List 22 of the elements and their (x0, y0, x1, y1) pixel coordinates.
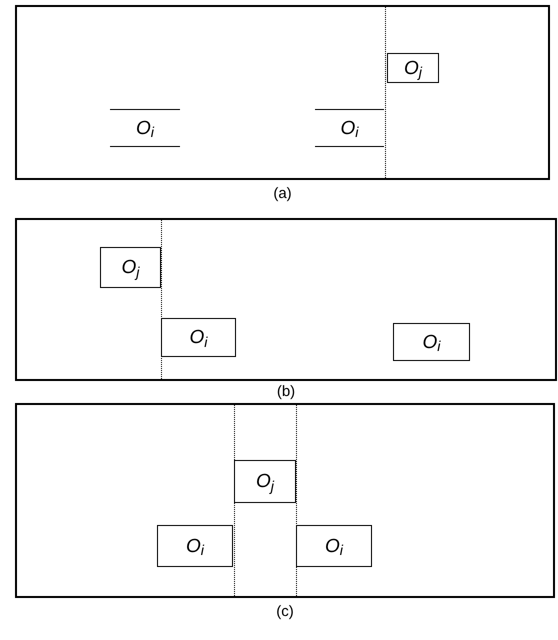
panel-caption: (a) (272, 186, 293, 201)
object-label: O$_{i}$ (136, 118, 154, 138)
scene-panel (15, 5, 550, 180)
object-label: O$_{i}$ (340, 118, 358, 138)
object-label: O$_{j}$ (404, 58, 422, 78)
object-label: O$_{i}$ (190, 328, 208, 347)
object-box (393, 323, 470, 361)
object-strip (110, 109, 180, 147)
object-box (161, 318, 236, 357)
object-box (387, 53, 439, 83)
panel-caption: (c) (275, 604, 295, 619)
object-strip (315, 109, 384, 147)
object-box (234, 460, 296, 503)
object-box (157, 525, 233, 567)
object-box (100, 247, 161, 288)
object-box (296, 525, 372, 567)
scene-panel (15, 218, 557, 381)
object-label: O$_{i}$ (186, 536, 204, 556)
panel-caption: (b) (276, 384, 296, 399)
object-label: O$_{i}$ (325, 536, 343, 556)
object-label: O$_{i}$ (422, 332, 440, 352)
scene-panel (15, 403, 555, 598)
